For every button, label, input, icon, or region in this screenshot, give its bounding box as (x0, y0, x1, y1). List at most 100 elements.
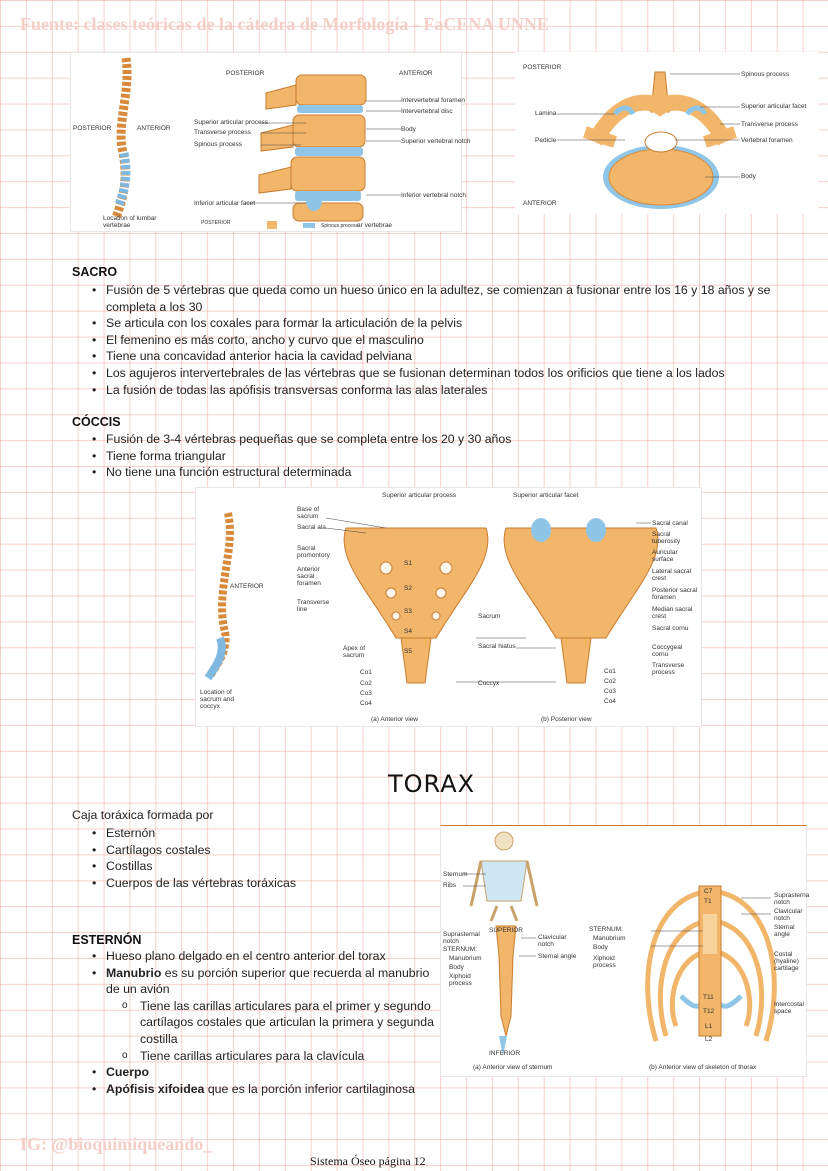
torax-list: Esternón Cartílagos costales Costillas C… (72, 825, 432, 891)
label-sacral-canal: Sacral canal (652, 520, 688, 527)
list-item: Costillas (72, 858, 432, 875)
list-item: Esternón (72, 825, 432, 842)
label-transverse-process: Transverse process (194, 129, 251, 136)
coccyx-label: Co3 (360, 690, 372, 697)
vertebra-superior-figure: POSTERIOR ANTERIOR Spinous process Super… (515, 52, 818, 214)
term-manubrio-desc: es su porción superior que recuerda al m… (161, 965, 430, 980)
continuation-text: de un avión (106, 982, 170, 997)
label-sacral-promontory: Sacral promontory (297, 545, 330, 559)
coccyx-label: Co4 (360, 700, 372, 707)
lumbar-illustration (111, 57, 401, 229)
label-transverse-process-s: Transverse process (652, 662, 685, 676)
label-inferior-articular-facet: Inferior articular facet (194, 200, 256, 207)
label-sternal-angle-2: Sternal angle (774, 924, 795, 938)
label-lateral-sacral-crest: Lateral sacral crest (652, 568, 692, 582)
label-sternal-angle: Sternal angle (538, 953, 577, 960)
coccis-list: Fusión de 3-4 vértebras pequeñas que se … (72, 431, 792, 481)
continuation-text: costilla (140, 1031, 178, 1046)
coccyx-label: Co1 (360, 669, 372, 676)
label-body-2: Body (593, 944, 608, 951)
label-anterior: ANTERIOR (399, 70, 433, 77)
section-title-sacro: SACRO (72, 265, 118, 279)
list-item: Se articula con los coxales para formar … (72, 315, 792, 332)
torax-intro: Caja toráxica formada por (72, 808, 214, 822)
label-posterior-small: POSTERIOR (201, 220, 231, 226)
caption-posterior-view: (b) Posterior view (541, 716, 592, 723)
continuation-text: completa a los 30 (106, 299, 203, 314)
list-item: Cartílagos costales (72, 842, 432, 859)
vertebra-illustration (557, 71, 740, 209)
list-item: Cuerpos de las vértebras toráxicas (72, 875, 432, 892)
thorax-figure: Sternum Ribs SUPERIOR INFERIOR Supraster… (440, 825, 809, 1077)
label-anterior-s: ANTERIOR (230, 583, 264, 590)
list-item: La fusión de todas las apófisis transver… (72, 382, 792, 399)
label-superior-t: SUPERIOR (489, 927, 523, 934)
segment-label: S4 (404, 628, 412, 635)
label-vertebral-foramen: Vertebral foramen (741, 137, 793, 144)
label-intervertebral-foramen: Intervertebral foramen (401, 97, 465, 104)
sacrum-illustration (204, 512, 659, 684)
list-item: Hueso plano delgado en el centro anterio… (72, 948, 442, 965)
sub-list-continuation: cartílagos costales que articulan la pri… (72, 1014, 442, 1031)
label-sacral-cornu: Sacral cornu (652, 625, 689, 632)
section-title-esternon: ESTERNÓN (72, 933, 142, 947)
label-superior-articular-facet-v: Superior articular facet (741, 103, 807, 110)
sacrum-coccyx-figure: Superior articular process Superior arti… (195, 487, 702, 727)
label-body-t: Body (449, 964, 464, 971)
term-cuerpo: Cuerpo (106, 1065, 150, 1080)
label-sternum-caps: STERNUM: (443, 946, 477, 953)
caption-sternum: (a) Anterior view of sternum (473, 1064, 553, 1071)
label-intercostal-space: Intercostal space (774, 1001, 804, 1015)
label-coccygeal-cornu: Coccygeal cornu (652, 644, 683, 658)
label-suprasternal-notch: Suprasternal notch (443, 931, 480, 945)
label-anterior-spine: ANTERIOR (137, 125, 171, 132)
label-posterior-sacral-foramen: Posterior sacral foramen (652, 587, 698, 601)
label-body-v: Body (741, 173, 756, 180)
sub-list-item: Tiene carillas articulares para la claví… (72, 1048, 442, 1065)
label-median-sacral-crest: Median sacral crest (652, 606, 693, 620)
term-xifoidea-desc: que es la porción inferior cartilaginosa (204, 1081, 415, 1096)
label-location-lumbar: Location of lumbar vertebrae (103, 215, 157, 229)
label-spinous-process: Spinous process (194, 141, 243, 148)
list-item: Tiene forma triangular (72, 448, 792, 465)
list-item: Fusión de 5 vértebras que queda como un … (72, 282, 792, 299)
list-item: Cuerpo (72, 1064, 442, 1081)
sacro-list: Fusión de 5 vértebras que queda como un … (72, 282, 792, 398)
label-manubrium: Manubrium (449, 955, 482, 962)
vertebra-tag: T1 (704, 898, 712, 905)
label-clavicular-notch-2: Clavicular notch (774, 908, 803, 922)
segment-label: S1 (404, 560, 412, 567)
esternon-list: Hueso plano delgado en el centro anterio… (72, 948, 442, 1097)
label-transverse-line: Transverse line (297, 599, 330, 613)
label-sacral-tuberosity: Sacral tuberosity (652, 531, 681, 545)
label-sternum-t: Sternum (443, 871, 468, 878)
list-item: Apófisis xifoidea que es la porción infe… (72, 1081, 442, 1098)
label-anterior-v: ANTERIOR (523, 200, 557, 207)
label-auricular-surface: Auricular surface (652, 549, 678, 563)
vertebra-tag: T11 (703, 994, 714, 1001)
coccyx-label: Co2 (604, 678, 616, 685)
instagram-watermark: IG: @bioquimiqueando_ (20, 1134, 213, 1154)
term-manubrio: Manubrio (106, 965, 162, 980)
label-intervertebral-disc: Intervertebral disc (401, 108, 453, 115)
label-clavicular-notch: Clavicular notch (538, 934, 567, 948)
label-anterior-sacral-foramen: Anterior sacral foramen (297, 566, 321, 587)
caption-thorax: (b) Anterior view of skeleton of thorax (649, 1064, 757, 1071)
continuation-text: cartílagos costales que articulan la pri… (140, 1015, 434, 1030)
label-inferior-vertebral-notch: Inferior vertebral notch (401, 192, 467, 199)
label-location-sacrum: Location of sacrum and coccyx (200, 689, 234, 710)
source-watermark: Fuente: clases teóricas de la cátedra de… (20, 14, 549, 34)
list-item-continuation: completa a los 30 (72, 299, 792, 316)
label-transverse-process-v: Transverse process (741, 121, 798, 128)
list-item: Tiene una concavidad anterior hacia la c… (72, 348, 792, 365)
label-posterior-spine: POSTERIOR (73, 125, 112, 132)
thorax-illustration (463, 831, 777, 1056)
label-base-of-sacrum: Base of sacrum (297, 506, 320, 520)
section-title-coccis: CÓCCIS (72, 415, 121, 429)
label-superior-articular-facet-s: Superior articular facet (513, 492, 579, 499)
coccyx-label: Co4 (604, 698, 616, 705)
label-apex-of-sacrum: Apex of sacrum (343, 645, 366, 659)
vertebra-tag: T12 (703, 1008, 715, 1015)
label-manubrium-2: Manubrium (593, 935, 626, 942)
segment-label: S3 (404, 608, 412, 615)
